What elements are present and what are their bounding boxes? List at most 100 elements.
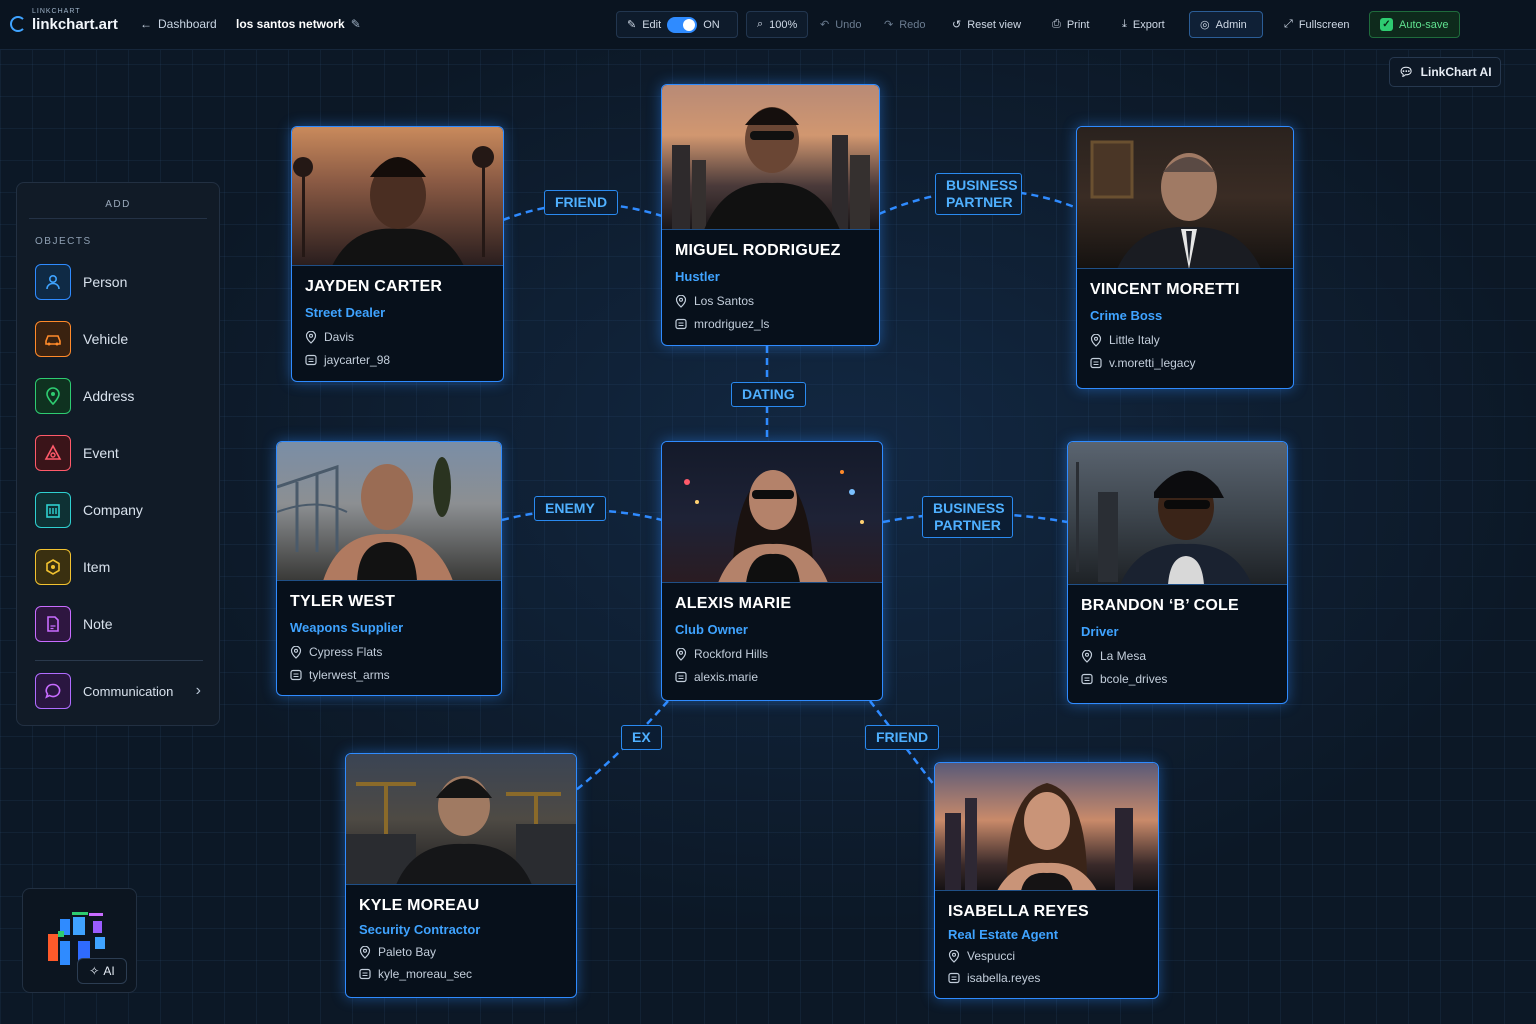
pencil-icon[interactable]: ✎ <box>350 17 361 31</box>
portrait-silhouette-icon <box>1076 462 1252 584</box>
pencil-icon: ✎ <box>627 19 637 31</box>
person-handle: alexis.marie <box>694 670 759 684</box>
person-photo <box>935 763 1158 891</box>
relation-label-business-partner[interactable]: BUSINESS PARTNER <box>935 173 1022 215</box>
person-card[interactable]: ISABELLA REYES Real Estate Agent Vespucc… <box>934 762 1159 999</box>
handle-row: alexis.marie <box>675 670 869 684</box>
linkchart-ai-button[interactable]: 💬︎ LinkChart AI <box>1389 57 1501 87</box>
relation-label-friend[interactable]: FRIEND <box>544 190 619 215</box>
relation-label-enemy[interactable]: ENEMY <box>534 496 606 521</box>
linkchart-ai-label: LinkChart AI <box>1420 65 1492 79</box>
edge-alexis-kyle <box>575 700 669 791</box>
person-card[interactable]: VINCENT MORETTI Crime Boss Little Italy … <box>1076 126 1294 389</box>
edit-label: Edit <box>642 18 662 31</box>
zoom-button[interactable]: ⌕ 100% <box>746 11 809 38</box>
person-name: ALEXIS MARIE <box>675 595 792 612</box>
handle-row: kyle_moreau_sec <box>359 967 563 981</box>
chat-bubble-icon: 💬︎ <box>1398 65 1414 79</box>
top-toolbar: LINKCHART linkchart.art ← Dashboard los … <box>0 0 1536 50</box>
undo-button[interactable]: ↶ Undo <box>810 11 872 38</box>
sidebar-item-communication[interactable]: Communication › <box>35 673 201 709</box>
sidebar-item-note[interactable]: Note <box>35 606 113 642</box>
brand-mark[interactable] <box>22 888 137 993</box>
location-row: Los Santos <box>675 294 866 308</box>
sidebar-item-label: Event <box>83 445 119 461</box>
portrait-silhouette-icon <box>1090 140 1261 268</box>
print-label: Print <box>1066 18 1090 31</box>
sidebar-item-person[interactable]: Person <box>35 264 127 300</box>
id-icon <box>359 968 371 980</box>
sidebar-item-company[interactable]: Company <box>35 492 143 528</box>
fullscreen-button[interactable]: ⤢ Fullscreen <box>1274 11 1360 38</box>
person-location: La Mesa <box>1100 649 1147 663</box>
portrait-silhouette-icon <box>293 146 494 265</box>
ai-badge-label: AI <box>103 964 115 978</box>
sidebar-item-address[interactable]: Address <box>35 378 134 414</box>
person-card[interactable]: KYLE MOREAU Security Contractor Paleto B… <box>345 753 577 998</box>
brand[interactable]: LINKCHART linkchart.art <box>10 8 118 33</box>
admin-button[interactable]: ◎ Admin <box>1189 11 1263 38</box>
person-photo <box>1068 442 1287 585</box>
expand-icon: ⤢ <box>1284 18 1293 30</box>
sidebar-item-vehicle[interactable]: Vehicle <box>35 321 128 357</box>
reset-view-label: Reset view <box>967 18 1022 31</box>
person-card[interactable]: ALEXIS MARIE Club Owner Rockford Hills a… <box>661 441 883 701</box>
edit-switch[interactable] <box>667 16 698 33</box>
location-row: Davis <box>305 330 490 344</box>
dashboard-label: Dashboard <box>158 17 217 31</box>
dashboard-link[interactable]: ← Dashboard <box>140 17 217 31</box>
export-button[interactable]: ⤓ Export <box>1112 11 1175 38</box>
edge-jayden-miguel <box>502 202 663 222</box>
checkbox-icon: ✓ <box>1380 18 1393 31</box>
map-pin-icon <box>305 330 317 344</box>
download-icon: ⤓ <box>1122 18 1127 30</box>
person-role: Street Dealer <box>305 305 386 320</box>
person-photo <box>292 127 503 266</box>
person-role: Weapons Supplier <box>290 620 404 635</box>
sidebar-item-item[interactable]: Item <box>35 549 110 585</box>
map-pin-icon <box>1090 333 1102 347</box>
chevron-right-icon: › <box>195 682 201 699</box>
handle-row: isabella.reyes <box>948 971 1145 985</box>
handle-row: jaycarter_98 <box>305 353 490 367</box>
person-name: VINCENT MORETTI <box>1090 281 1240 298</box>
project-title: los santos network <box>236 17 345 31</box>
project-title-area[interactable]: los santos network ✎ <box>236 17 361 31</box>
person-icon <box>35 264 71 300</box>
location-row: Vespucci <box>948 949 1145 963</box>
id-icon <box>948 972 960 984</box>
location-row: Cypress Flats <box>290 645 488 659</box>
relation-label-friend[interactable]: FRIEND <box>865 725 940 750</box>
sparkle-icon: ✧ <box>89 964 100 978</box>
person-handle: v.moretti_legacy <box>1109 356 1196 370</box>
person-handle: jaycarter_98 <box>324 353 391 367</box>
relation-label-business-partner[interactable]: BUSINESS PARTNER <box>922 496 1013 538</box>
sidebar-item-label: Note <box>83 616 113 632</box>
sidebar-item-label: Item <box>83 559 111 575</box>
redo-label: Redo <box>899 18 926 31</box>
relation-label-dating[interactable]: DATING <box>731 382 806 407</box>
relation-label-ex[interactable]: EX <box>621 725 662 750</box>
person-location: Los Santos <box>694 294 755 308</box>
person-card[interactable]: TYLER WEST Weapons Supplier Cypress Flat… <box>276 441 502 696</box>
sidebar-item-label: Vehicle <box>83 331 129 347</box>
person-name: JAYDEN CARTER <box>305 278 443 295</box>
person-name: ISABELLA REYES <box>948 903 1089 920</box>
location-row: Rockford Hills <box>675 647 869 661</box>
redo-button[interactable]: ↷ Redo <box>874 11 936 38</box>
person-card[interactable]: MIGUEL RODRIGUEZ Hustler Los Santos mrod… <box>661 84 880 346</box>
edit-state: ON <box>703 18 720 31</box>
arrow-left-icon: ← <box>140 17 152 31</box>
edit-toggle[interactable]: ✎ Edit ON <box>616 11 738 38</box>
sidebar-item-event[interactable]: Event <box>35 435 119 471</box>
ai-badge-button[interactable]: ✧ AI <box>77 958 127 984</box>
person-card[interactable]: BRANDON ‘B’ COLE Driver La Mesa bcole_dr… <box>1067 441 1288 704</box>
person-photo <box>277 442 501 581</box>
person-card[interactable]: JAYDEN CARTER Street Dealer Davis jaycar… <box>291 126 504 382</box>
print-button[interactable]: ⎙ Print <box>1042 11 1099 38</box>
undo-icon: ↶ <box>820 19 830 31</box>
person-location: Little Italy <box>1109 333 1160 347</box>
autosave-button[interactable]: ✓ Auto-save <box>1369 11 1460 38</box>
portrait-silhouette-icon <box>945 783 1133 890</box>
reset-view-button[interactable]: ↺ Reset view <box>942 11 1031 38</box>
